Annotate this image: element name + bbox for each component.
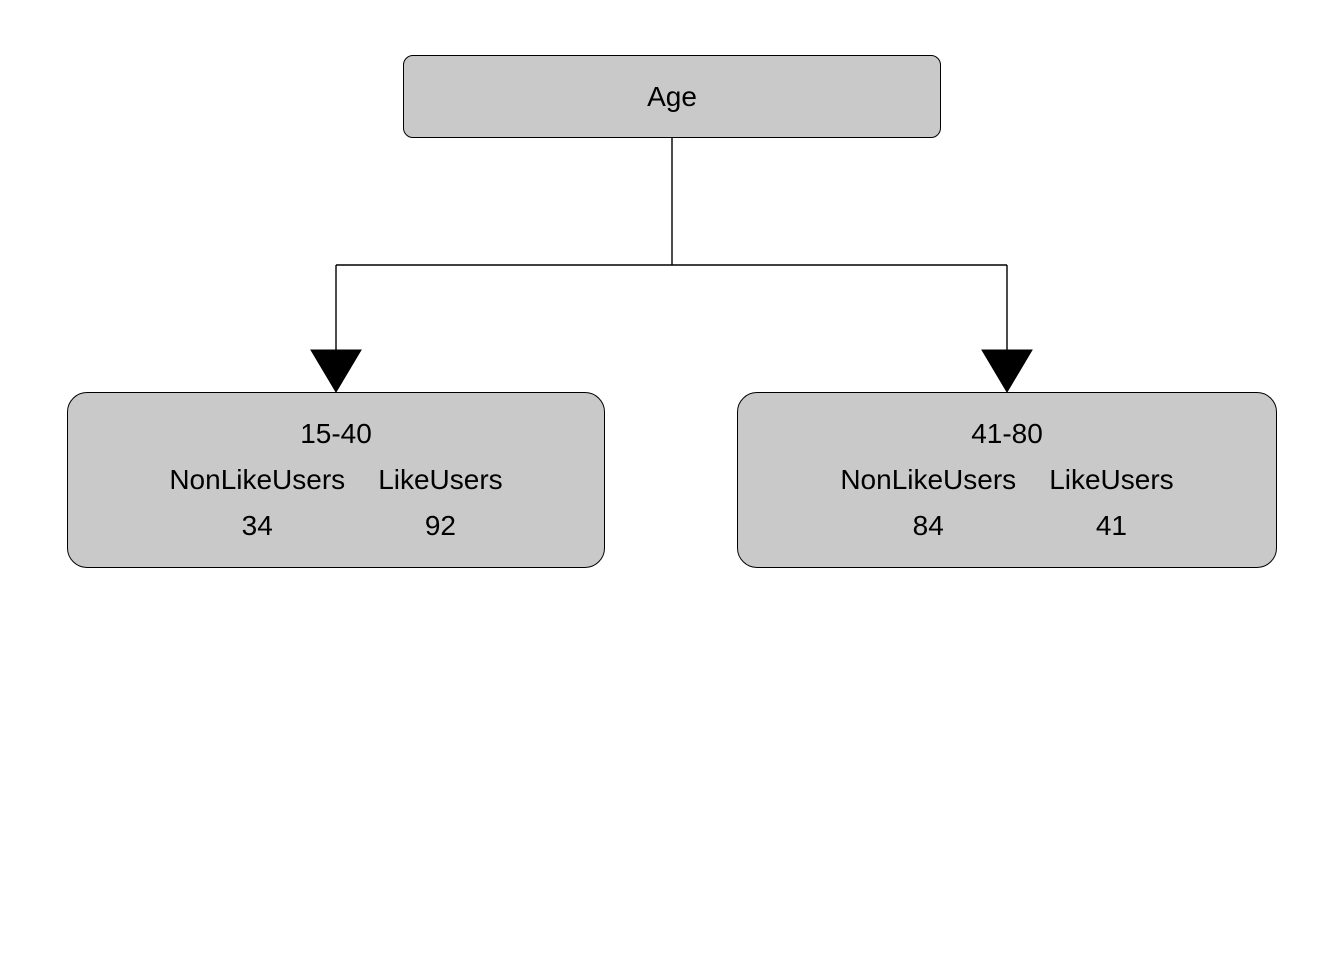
node-root-label: Age — [647, 80, 697, 112]
column-header-likeusers: LikeUsers — [1049, 464, 1174, 495]
node-age-15-40: 15-40 NonLikeUsers LikeUsers 34 92 — [67, 392, 605, 568]
count-likeusers: 92 — [424, 510, 456, 541]
count-nonlikeusers: 34 — [241, 510, 273, 541]
column-header-likeusers: LikeUsers — [378, 464, 503, 495]
node-root-age: Age — [403, 55, 941, 138]
arrowhead-down-left-icon — [310, 349, 362, 393]
node-age-41-80: 41-80 NonLikeUsers LikeUsers 84 41 — [737, 392, 1277, 568]
node-count-table: NonLikeUsers LikeUsers 34 92 — [169, 457, 502, 549]
count-nonlikeusers: 84 — [912, 510, 944, 541]
column-header-nonlikeusers: NonLikeUsers — [840, 464, 1017, 495]
arrowhead-down-right-icon — [981, 349, 1033, 393]
node-range-label: 41-80 — [971, 418, 1043, 449]
count-likeusers: 41 — [1095, 510, 1127, 541]
node-count-table: NonLikeUsers LikeUsers 84 41 — [840, 457, 1173, 549]
column-header-nonlikeusers: NonLikeUsers — [169, 464, 346, 495]
node-range-label: 15-40 — [300, 418, 372, 449]
